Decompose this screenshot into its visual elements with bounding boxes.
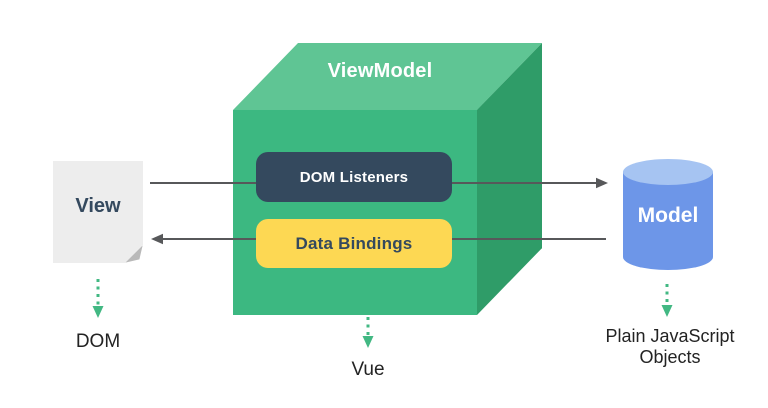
viewmodel-label: ViewModel [327, 60, 433, 82]
dom-listeners-box: DOM Listeners [256, 152, 452, 202]
plain-js-objects-caption: Plain JavaScript Objects [605, 326, 735, 367]
dom-caption: DOM [75, 331, 121, 352]
view-label: View [75, 194, 121, 217]
vue-caption: Vue [351, 359, 385, 380]
dotted-arrow-view-to-dom [92, 279, 104, 318]
model-cylinder [623, 159, 713, 270]
cube-front-face [233, 110, 477, 315]
model-label: Model [637, 204, 699, 227]
data-bindings-box: Data Bindings [256, 219, 452, 268]
dotted-arrow-viewmodel-to-vue [362, 317, 374, 348]
dotted-arrow-model-to-objects [661, 284, 673, 317]
view-page-shape: View [53, 161, 143, 263]
dom-listeners-label: DOM Listeners [299, 168, 409, 186]
data-bindings-label: Data Bindings [295, 233, 413, 253]
